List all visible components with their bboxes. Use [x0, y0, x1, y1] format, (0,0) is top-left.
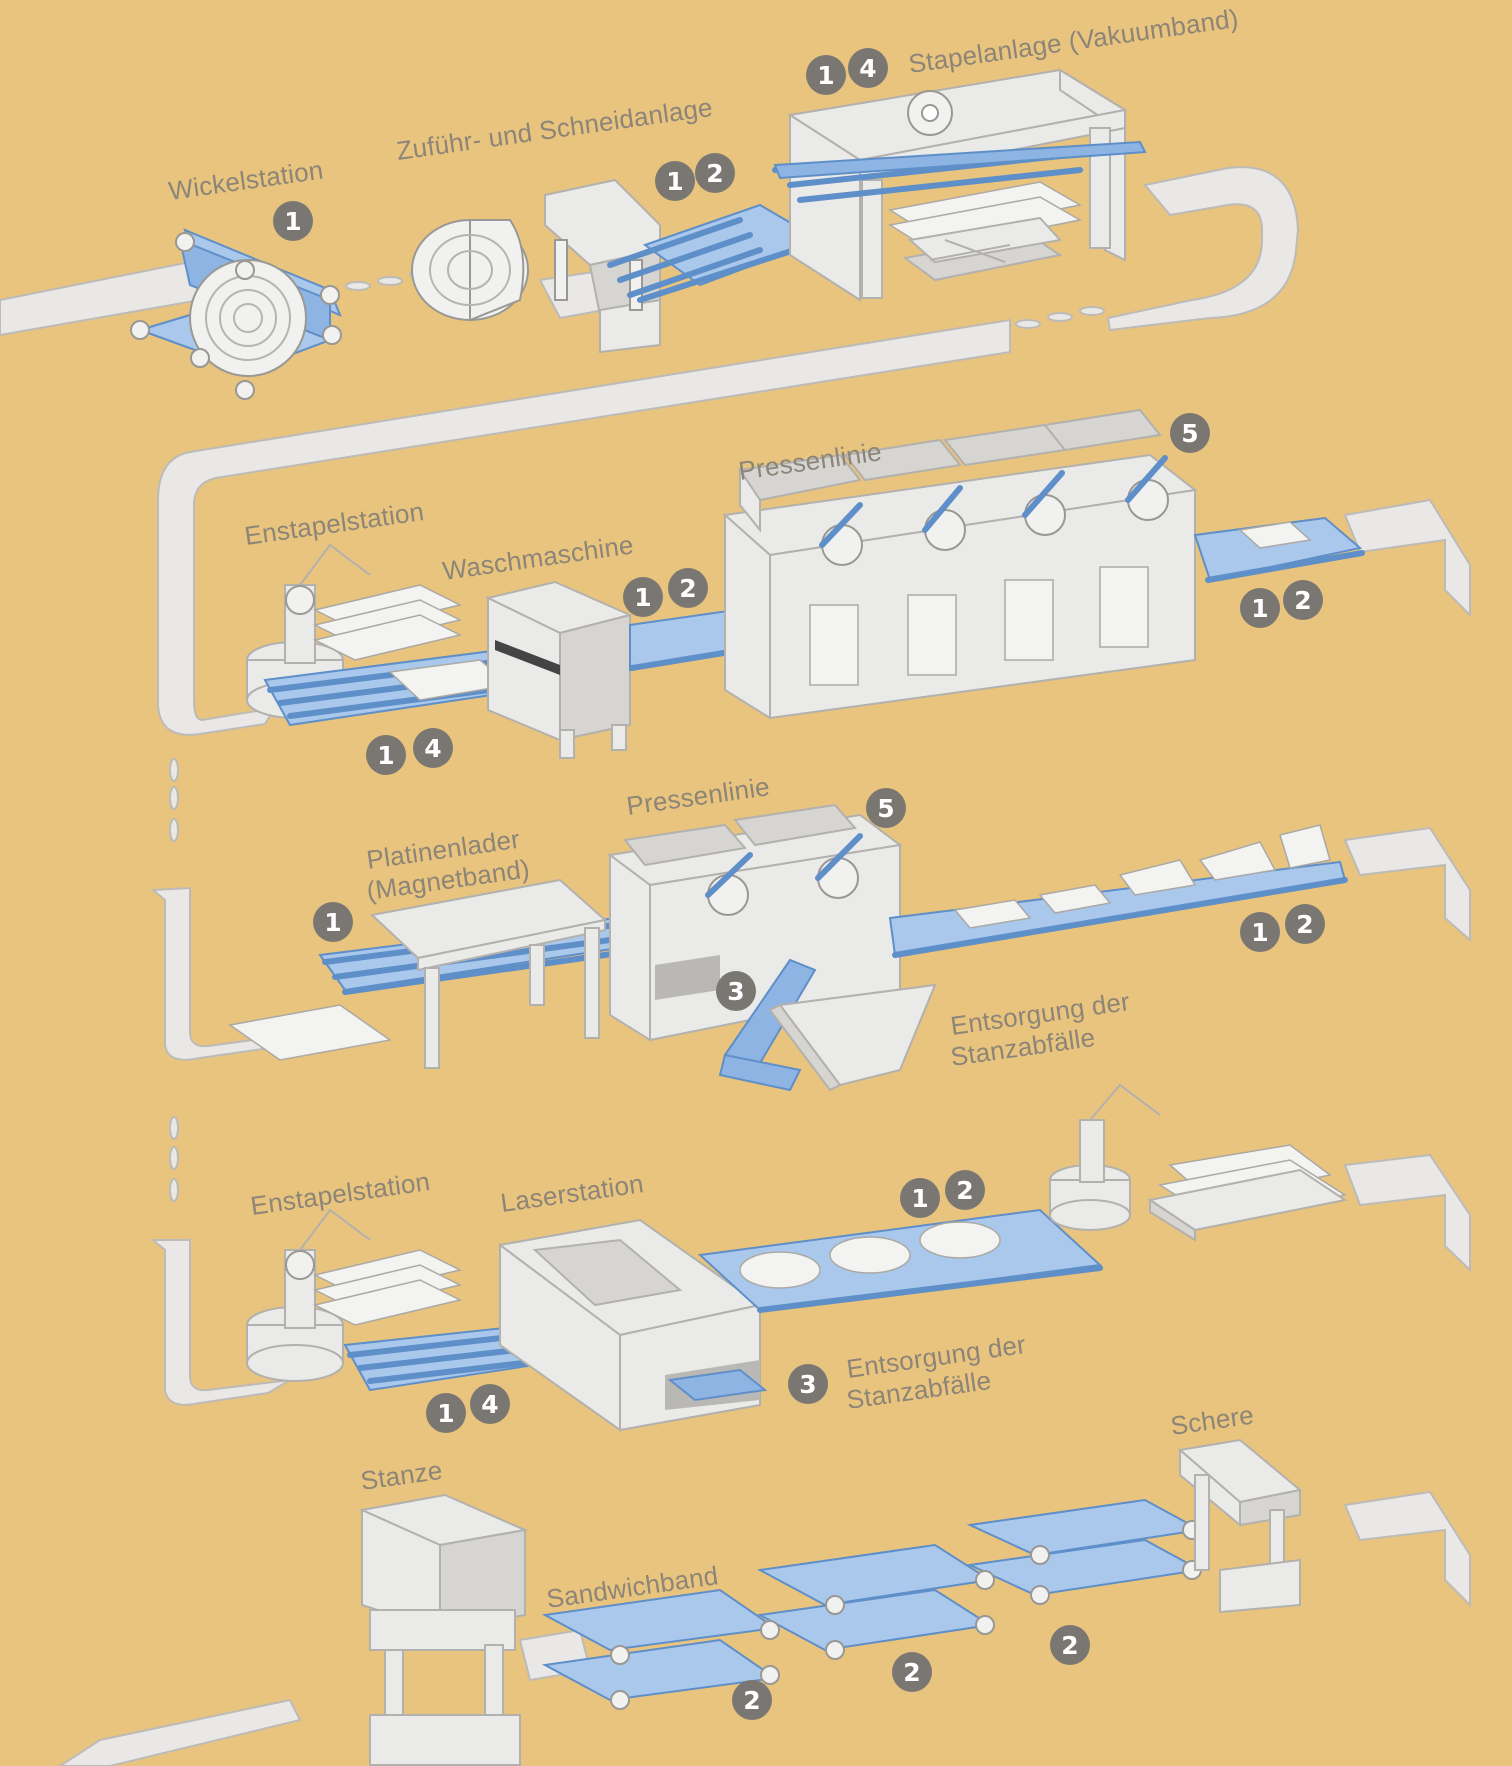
badge: 2 [1285, 904, 1325, 944]
badge: 2 [695, 153, 735, 193]
svg-text:1: 1 [377, 741, 394, 770]
label-laserstation: Laserstation [499, 1168, 646, 1218]
svg-text:2: 2 [1296, 910, 1313, 939]
zufuehr-schneidanlage-machine [412, 180, 820, 352]
badge: 1 [426, 1393, 466, 1433]
label-enstapelstation-1: Enstapelstation [243, 496, 426, 551]
badge: 4 [413, 728, 453, 768]
label-zufuehr-schneidanlage: Zuführ- und Schneidanlage [395, 92, 715, 166]
badge: 2 [1050, 1625, 1090, 1665]
waschmaschine-machine [488, 582, 630, 758]
svg-text:1: 1 [1251, 594, 1268, 623]
svg-text:1: 1 [911, 1184, 928, 1213]
stapelanlage-machine [775, 70, 1145, 300]
stanze-machine [362, 1495, 525, 1765]
badge: 1 [1240, 912, 1280, 952]
svg-text:1: 1 [1251, 918, 1268, 947]
svg-text:2: 2 [1061, 1631, 1078, 1660]
svg-text:1: 1 [634, 583, 651, 612]
badge: 1 [806, 55, 846, 95]
label-stapelanlage: Stapelanlage (Vakuumband) [907, 3, 1241, 79]
sandwichband-conveyor [545, 1500, 1201, 1709]
label-stanze: Stanze [359, 1455, 445, 1496]
svg-text:2: 2 [1294, 586, 1311, 615]
badge: 2 [668, 568, 708, 608]
badge: 3 [788, 1364, 828, 1404]
svg-text:1: 1 [284, 207, 301, 236]
label-enstapelstation-2: Enstapelstation [249, 1166, 432, 1221]
badge: 4 [470, 1384, 510, 1424]
label-pressenlinie-2: Pressenlinie [625, 771, 772, 821]
belt-row4-out [700, 1210, 1100, 1310]
badge: 1 [366, 735, 406, 775]
svg-text:4: 4 [424, 734, 441, 763]
svg-text:4: 4 [481, 1390, 498, 1419]
svg-text:5: 5 [877, 794, 894, 823]
svg-text:2: 2 [743, 1686, 760, 1715]
svg-text:2: 2 [903, 1658, 920, 1687]
badge: 3 [716, 971, 756, 1011]
badge: 2 [945, 1170, 985, 1210]
platinenlader-machine [230, 880, 670, 1068]
svg-text:1: 1 [666, 167, 683, 196]
belt-row2-out [1195, 518, 1362, 580]
label-waschmaschine: Waschmaschine [441, 529, 636, 585]
svg-text:2: 2 [679, 574, 696, 603]
badge: 2 [1283, 580, 1323, 620]
svg-text:2: 2 [956, 1176, 973, 1205]
svg-text:1: 1 [817, 61, 834, 90]
badge: 5 [1170, 413, 1210, 453]
svg-text:3: 3 [799, 1370, 816, 1399]
badge: 1 [273, 201, 313, 241]
badge: 1 [900, 1178, 940, 1218]
badge: 1 [1240, 588, 1280, 628]
badge: 4 [848, 48, 888, 88]
svg-text:2: 2 [706, 159, 723, 188]
badge: 5 [866, 788, 906, 828]
badge: 1 [655, 161, 695, 201]
label-schere: Schere [1169, 1400, 1256, 1441]
svg-text:5: 5 [1181, 419, 1198, 448]
schere-machine [1180, 1440, 1300, 1612]
svg-text:4: 4 [859, 54, 876, 83]
palette-robot [1050, 1085, 1345, 1240]
svg-text:1: 1 [324, 908, 341, 937]
badge: 1 [623, 577, 663, 617]
label-wickelstation: Wickelstation [167, 155, 325, 206]
badge: 2 [892, 1652, 932, 1692]
badge: 1 [313, 902, 353, 942]
badge: 2 [732, 1680, 772, 1720]
svg-text:1: 1 [437, 1399, 454, 1428]
wickelstation-machine [131, 230, 341, 399]
svg-text:3: 3 [727, 977, 744, 1006]
